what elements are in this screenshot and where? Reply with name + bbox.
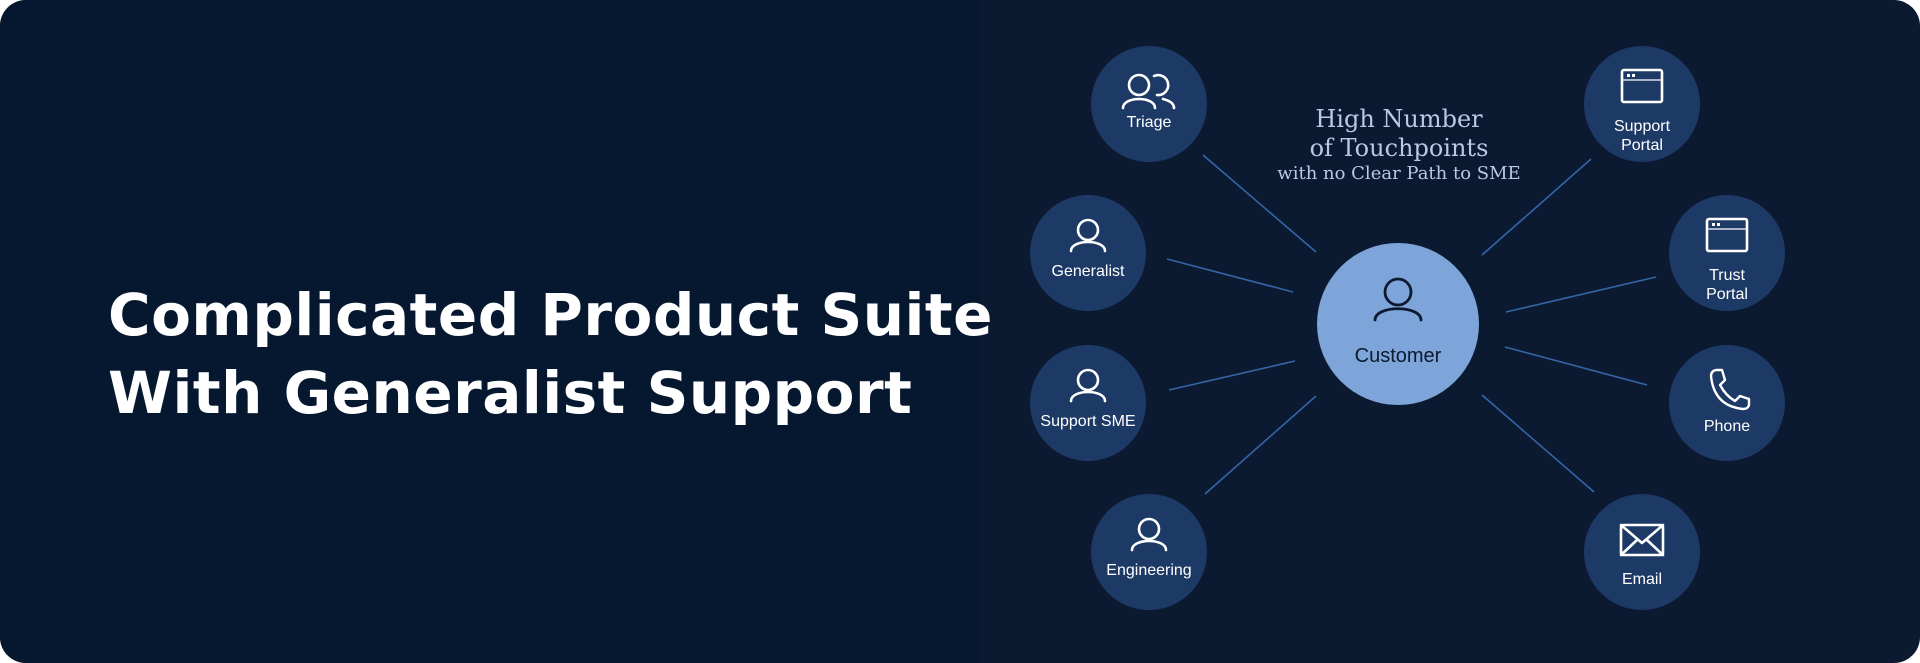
trust-portal-label-2: Portal (1706, 286, 1748, 303)
headline-line-2: With Generalist Support (108, 359, 913, 427)
person-icon (1069, 368, 1107, 403)
phone-label: Phone (1704, 418, 1750, 435)
touchpoints-note: High Number of Touchpoints with no Clear… (1277, 105, 1520, 184)
envelope-icon (1619, 523, 1665, 557)
engineering-label: Engineering (1106, 562, 1191, 579)
connector-phone (1504, 346, 1648, 386)
email-node: Email (1584, 494, 1700, 610)
headline: Complicated Product Suite With Generalis… (108, 276, 993, 432)
connector-support-sme (1168, 360, 1296, 391)
connector-email (1481, 394, 1595, 493)
support-portal-label-2: Portal (1621, 137, 1663, 154)
connector-triage (1202, 154, 1317, 253)
triage-label: Triage (1127, 114, 1172, 131)
support-portal-label-1: Support (1614, 118, 1671, 135)
person-icon (1373, 277, 1423, 322)
support-sme-label: Support SME (1040, 413, 1135, 430)
support-sme-node: Support SME (1030, 345, 1146, 461)
triage-node: Triage (1091, 46, 1207, 162)
note-line-3: with no Clear Path to SME (1277, 163, 1520, 184)
engineering-node: Engineering (1091, 494, 1207, 610)
customer-label: Customer (1355, 345, 1442, 367)
phone-icon (1709, 368, 1751, 411)
note-line-2: of Touchpoints (1310, 134, 1489, 162)
note-line-1: High Number (1315, 105, 1483, 133)
phone-node: Phone (1669, 345, 1785, 461)
connector-engineering (1204, 395, 1317, 495)
left-panel: Complicated Product Suite With Generalis… (108, 281, 993, 427)
connectors (1166, 154, 1657, 495)
person-icon (1130, 517, 1168, 552)
person-icon (1069, 218, 1107, 253)
trust-portal-node: Trust Portal (1669, 195, 1785, 311)
connector-generalist (1166, 258, 1294, 293)
connector-support-portal (1481, 158, 1592, 256)
generalist-label: Generalist (1052, 263, 1125, 280)
browser-window-icon (1620, 68, 1664, 104)
browser-window-icon (1705, 217, 1749, 253)
generalist-node: Generalist (1030, 195, 1146, 311)
headline-line-1: Complicated Product Suite (108, 281, 993, 349)
people-icon (1121, 73, 1176, 110)
support-portal-node: Support Portal (1584, 46, 1700, 162)
connector-trust-portal (1505, 276, 1657, 313)
customer-node: Customer (1317, 243, 1479, 405)
trust-portal-label-1: Trust (1709, 267, 1745, 284)
email-label: Email (1622, 571, 1662, 588)
